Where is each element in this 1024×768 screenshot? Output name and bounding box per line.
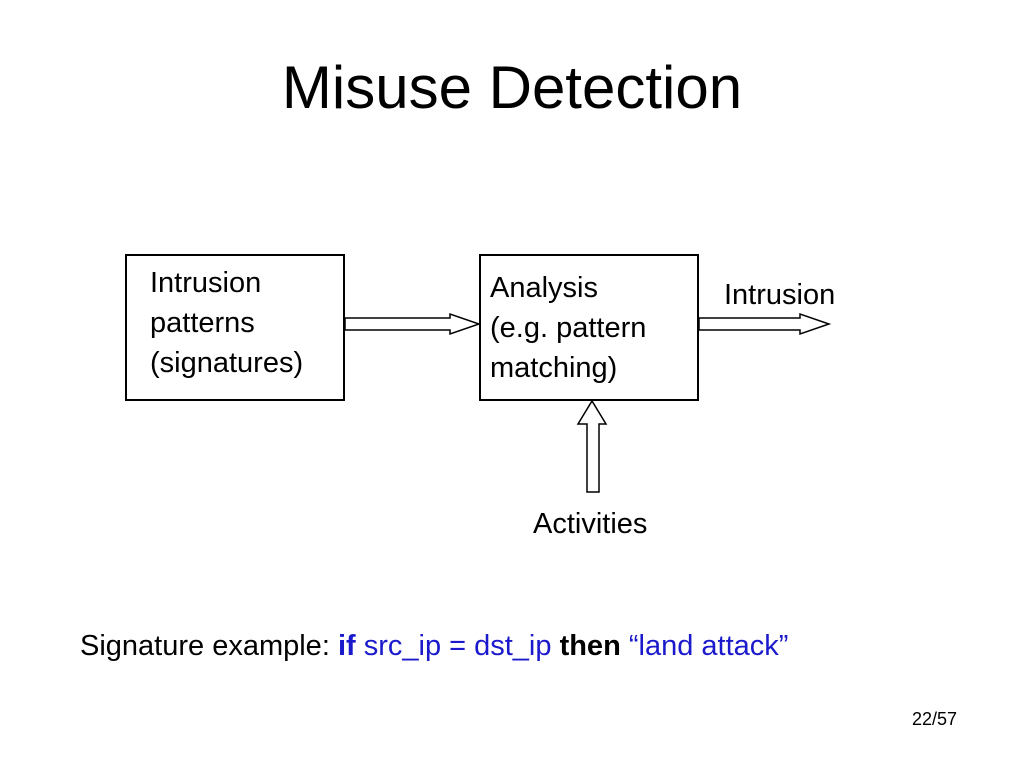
analysis-box: Analysis (e.g. pattern matching) [479, 254, 699, 401]
then-keyword: then [559, 630, 621, 662]
analysis-box-line: Analysis [490, 272, 598, 304]
patterns-box-line: (signatures) [150, 347, 304, 379]
arrow-activities-to-analysis [576, 399, 608, 493]
signature-prefix: Signature example: [80, 630, 338, 662]
if-keyword: if [337, 630, 356, 662]
analysis-box-line: (e.g. pattern [490, 312, 647, 344]
arrow-analysis-to-intrusion [698, 312, 832, 336]
signature-example: Signature example: if src_ip = dst_ip th… [80, 626, 788, 666]
signature-condition: src_ip = dst_ip [355, 630, 560, 662]
arrow-patterns-to-analysis [344, 312, 482, 336]
patterns-box-line: patterns [150, 307, 255, 339]
signature-result: “land attack” [620, 630, 789, 662]
activities-input-label: Activities [533, 508, 648, 540]
intrusion-patterns-box: Intrusion patterns (signatures) [125, 254, 345, 401]
analysis-box-line: matching) [490, 352, 618, 384]
slide-title: Misuse Detection [281, 54, 743, 121]
patterns-box-line: Intrusion [150, 267, 262, 299]
page-number: 22/57 [912, 709, 958, 729]
intrusion-output-label: Intrusion [724, 279, 836, 311]
